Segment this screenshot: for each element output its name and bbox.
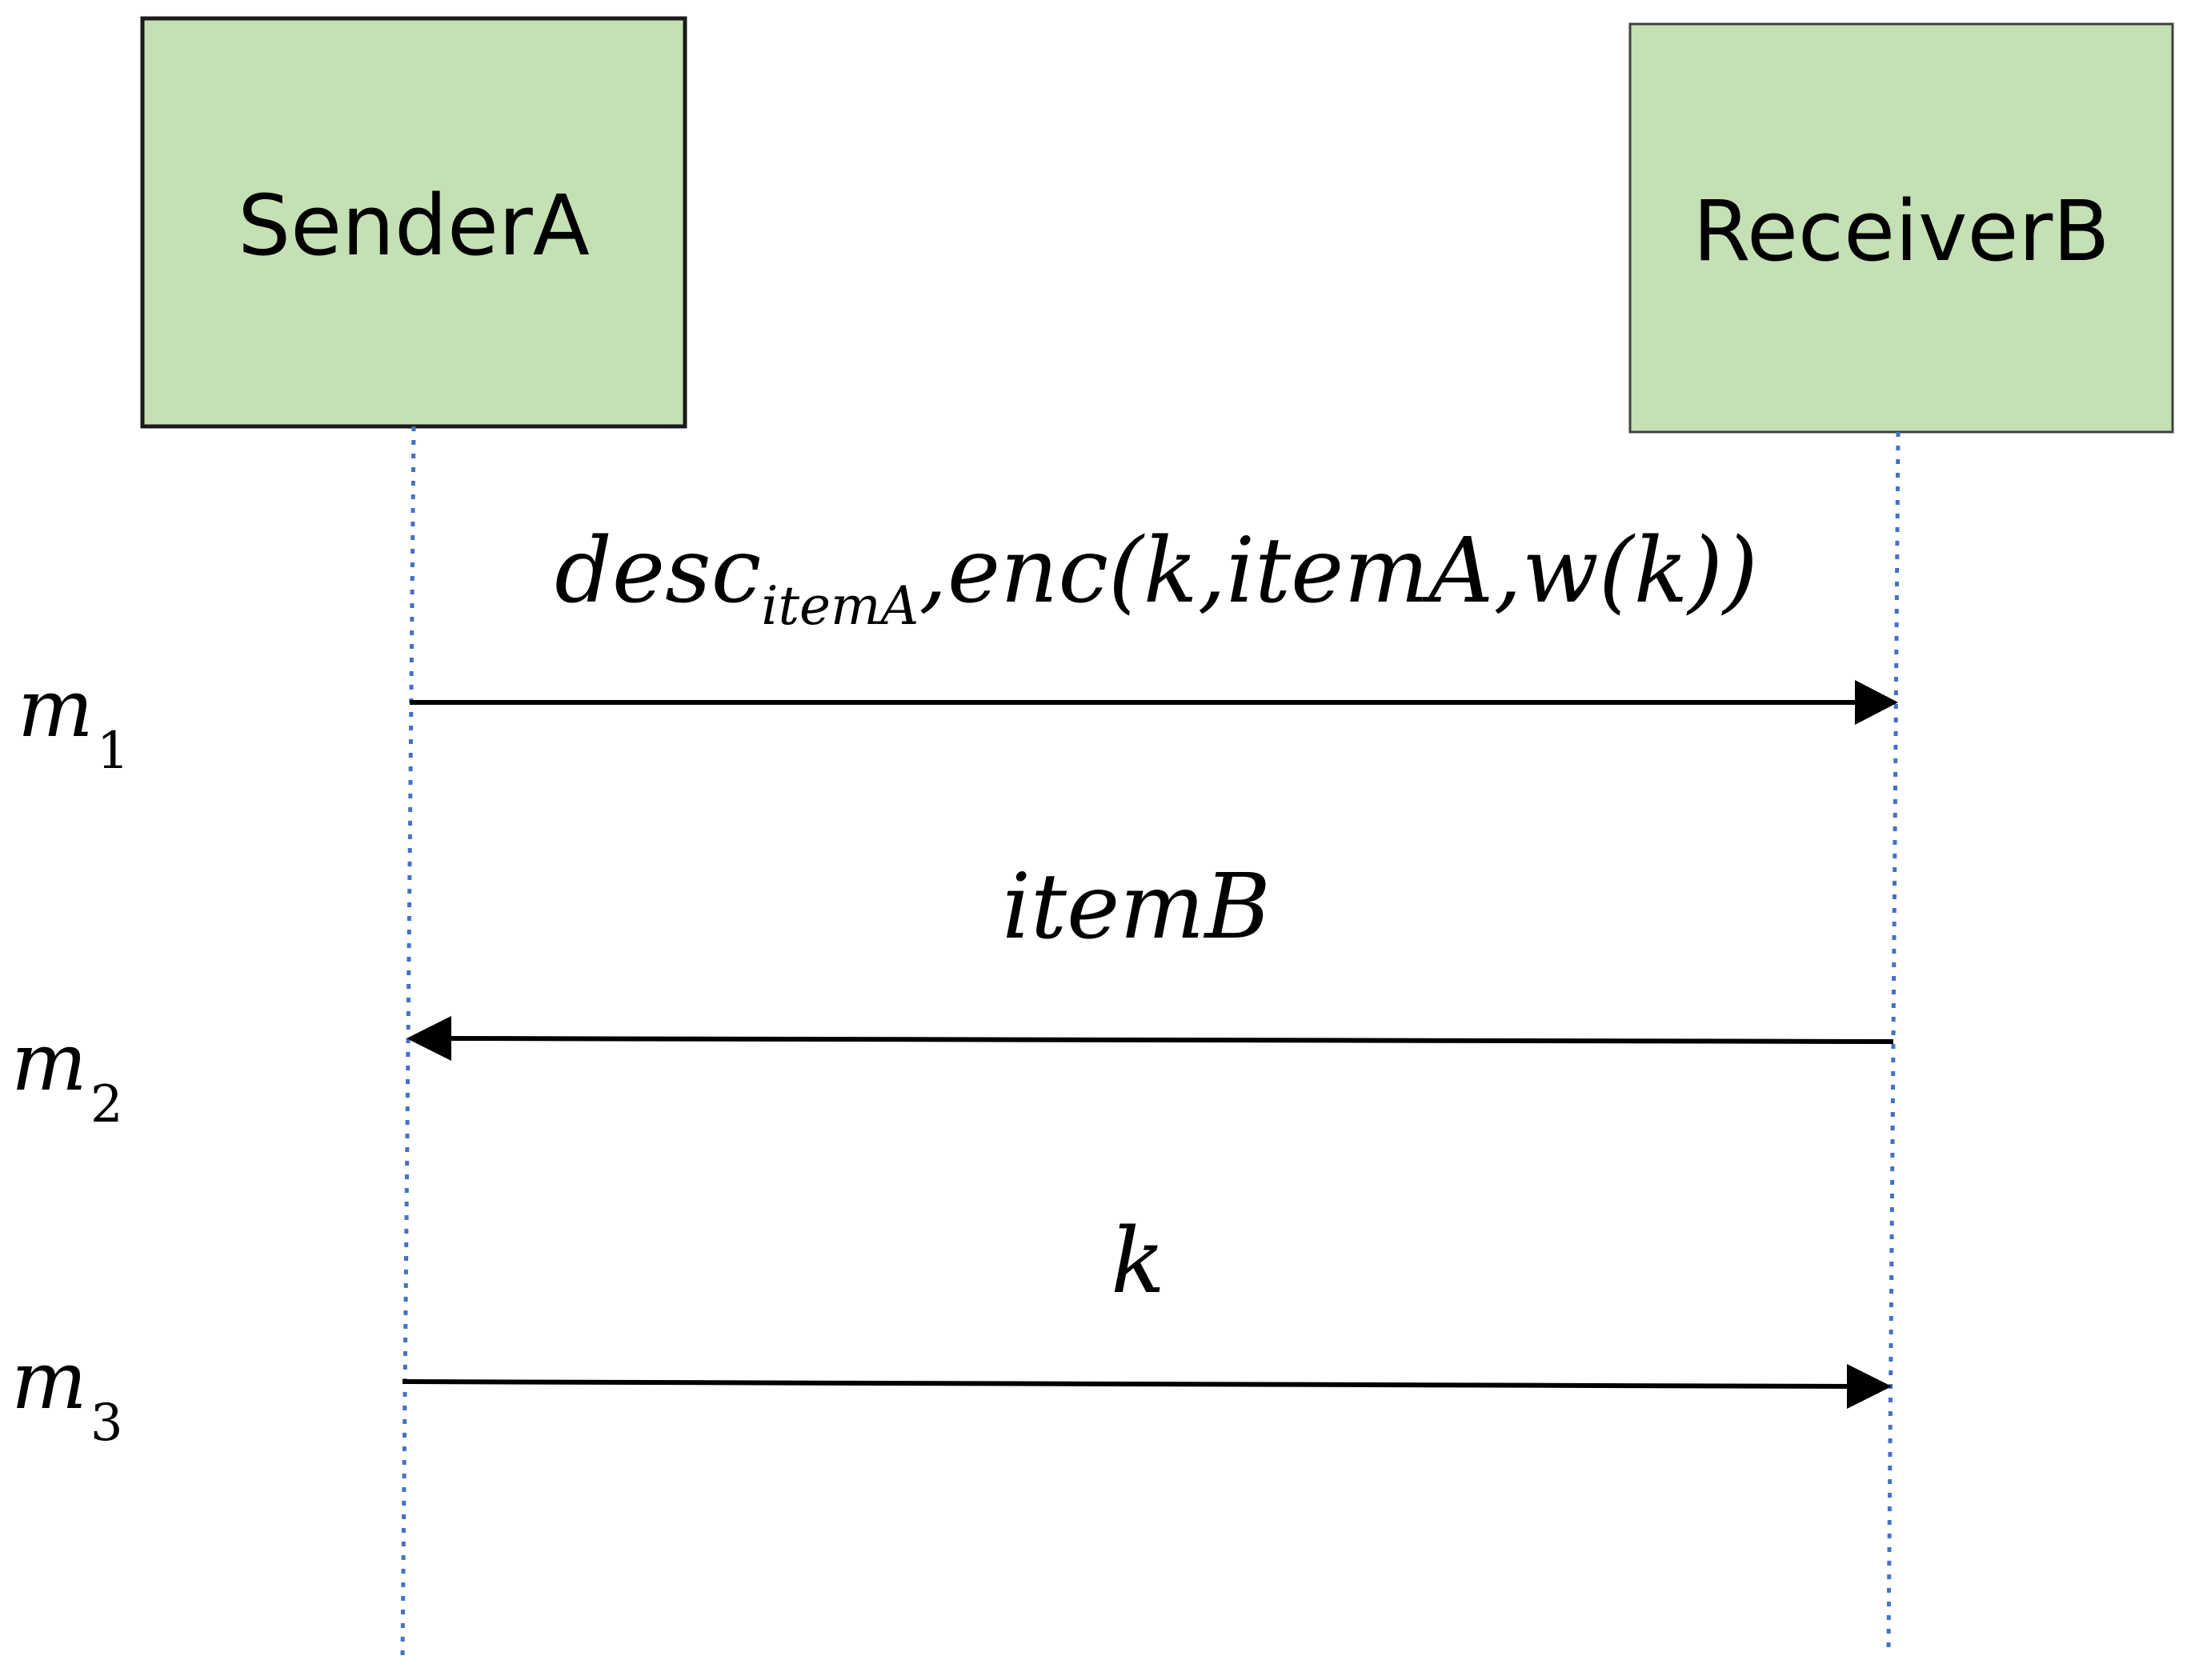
- message-arrowhead-m2: [407, 1016, 451, 1061]
- message-label-m1: descitemA,enc(k,itemA,w(k)): [555, 519, 1758, 637]
- message-arrowhead-m3: [1847, 1364, 1892, 1409]
- message-label-m1-part: desc: [555, 519, 761, 623]
- message-index-m3: m3: [11, 1334, 123, 1453]
- message-index-m1: m1: [18, 662, 130, 781]
- message-label-m2-part: itemB: [1002, 855, 1271, 959]
- message-index-m2-base: m: [11, 1015, 87, 1109]
- message-index-m1-sub: 1: [97, 722, 130, 781]
- message-label-m3-part: k: [1111, 1210, 1165, 1314]
- message-label-m1-subscript: itemA: [761, 575, 919, 637]
- message-label-m2: itemB: [1002, 855, 1271, 959]
- message-arrow-m2: [447, 1036, 1894, 1044]
- message-index-m1-base: m: [18, 662, 94, 755]
- actor-box-sender: [140, 16, 687, 429]
- message-index-m3-base: m: [11, 1334, 87, 1427]
- message-index-m3-sub: 3: [90, 1394, 123, 1453]
- actor-label-receiver: ReceiverB: [1692, 182, 2109, 280]
- actor-box-receiver: [1628, 22, 2174, 434]
- message-index-m2: m2: [11, 1015, 123, 1134]
- actor-label-sender: SenderA: [238, 177, 590, 274]
- message-label-m1-part: ,enc(k,itemA,w(k)): [919, 519, 1758, 623]
- message-arrowhead-m1: [1855, 680, 1898, 725]
- message-arrow-m3: [402, 1379, 1851, 1389]
- message-index-m2-sub: 2: [90, 1075, 123, 1134]
- message-label-m3: k: [1111, 1210, 1165, 1314]
- lifeline-sender: [400, 426, 416, 1658]
